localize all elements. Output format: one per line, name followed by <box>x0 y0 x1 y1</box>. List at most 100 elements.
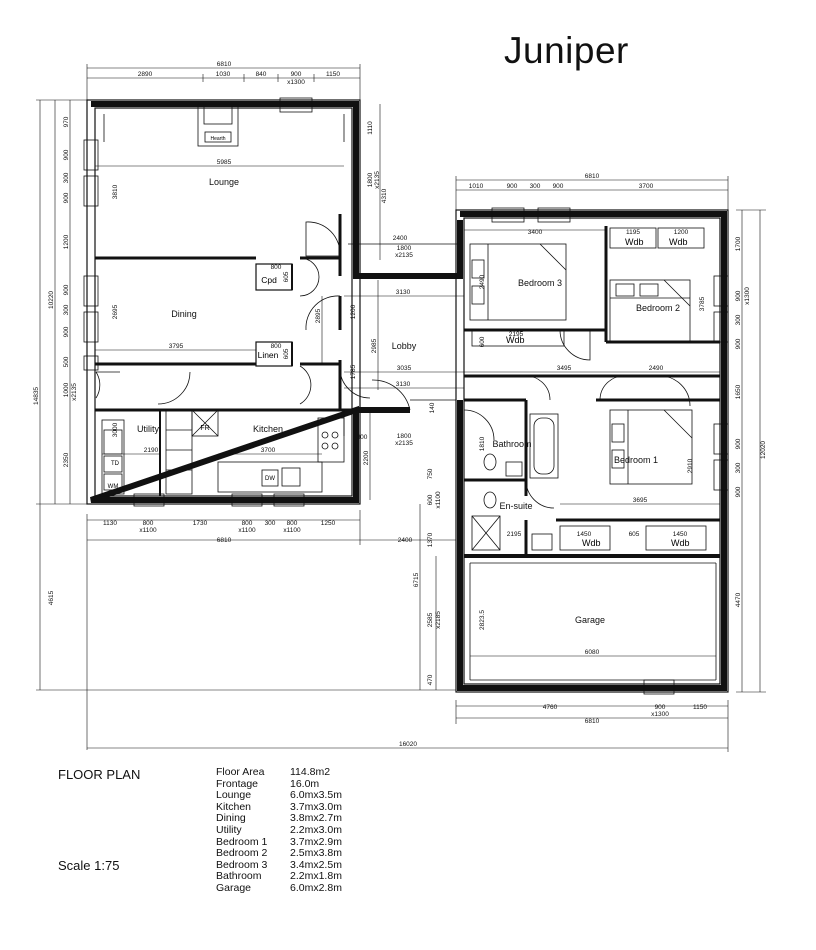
dim-left-seg-3: 300 <box>63 172 70 183</box>
dim-utility-width: 2190 <box>144 447 159 454</box>
room-ensuite: En-suite <box>499 501 532 511</box>
beds <box>469 243 693 485</box>
dim-garage-x1300: x1300 <box>651 711 669 718</box>
dim-right-top-seg-5: 3700 <box>639 183 654 190</box>
dim-right-seg-1: 1700 <box>735 236 742 251</box>
dim-wdb-605: 605 <box>629 531 640 538</box>
room-utility: Utility <box>137 424 159 434</box>
room-lounge: Lounge <box>209 177 239 187</box>
dim-bottom-seg-4: 800 <box>242 520 253 527</box>
cupboard-label: Cpd <box>261 275 277 285</box>
dim-left-seg-11: 2350 <box>63 452 70 467</box>
dim-kitchen-2200: 2200 <box>363 450 370 465</box>
dim-right-top-seg-3: 300 <box>530 183 541 190</box>
dim-top-seg-1: 2890 <box>138 71 153 78</box>
utility-td-label: TD <box>111 461 120 467</box>
dim-lobby-1200: 1200 <box>350 304 357 319</box>
room-garage: Garage <box>575 615 605 625</box>
linen-label: Linen <box>258 350 279 360</box>
dim-garage-470: 470 <box>427 674 434 685</box>
dim-left-seg-1: 970 <box>63 116 70 127</box>
dim-door-x2135: x2135 <box>395 440 413 447</box>
dim-kitchen-width: 3700 <box>261 447 276 454</box>
dim-right-seg-5: 1650 <box>735 384 742 399</box>
dim-wdb-1450a: 1450 <box>577 531 592 538</box>
dim-left-seg-6: 900 <box>63 284 70 295</box>
dim-left-seg-2: 900 <box>63 149 70 160</box>
room-bedroom-2: Bedroom 2 <box>636 303 680 313</box>
dim-left-seg-5: 1200 <box>63 234 70 249</box>
dim-wdb-1195: 1195 <box>626 229 640 236</box>
dim-bed3-2490: 2490 <box>479 274 486 289</box>
dim-left-garage: 4615 <box>48 590 55 605</box>
dim-dining-2695: 2695 <box>112 304 119 319</box>
dim-right-seg-4: 900 <box>735 338 742 349</box>
dim-top-x1300: x1300 <box>287 79 305 86</box>
dim-right-top-seg-1: 1010 <box>469 183 484 190</box>
dim-right-top-total: 6810 <box>585 173 600 180</box>
dim-right-seg-8: 900 <box>735 486 742 497</box>
dim-garage-2823: 2823.5 <box>479 610 486 630</box>
dim-bed3-width: 3400 <box>528 229 543 236</box>
dim-lobby-2985: 2985 <box>371 338 378 353</box>
dim-bottom-seg-7: 1250 <box>321 520 336 527</box>
dim-lounge-1800: 1800 <box>367 172 374 187</box>
bottom-windows <box>133 493 305 507</box>
utility-wm-label: WM <box>108 484 119 490</box>
dim-corr-3495: 3495 <box>557 365 572 372</box>
dim-bottom-total: 6810 <box>217 537 232 544</box>
dim-lounge-3810: 3810 <box>112 184 119 199</box>
dim-right-seg-9: 4470 <box>735 592 742 607</box>
dim-lounge-2135: x2135 <box>374 171 381 189</box>
room-labels: Lounge Dining Kitchen Utility Lobby Bedr… <box>137 177 680 625</box>
lounge-top-window <box>279 97 313 113</box>
room-dining: Dining <box>171 309 197 319</box>
floor-plan-heading: FLOOR PLAN <box>58 767 141 782</box>
dim-door-1800: 1800 <box>397 433 412 440</box>
left-wing-doors <box>95 221 371 405</box>
dim-wdb-1200: 1200 <box>674 229 689 236</box>
left-windows <box>83 139 99 371</box>
dim-lounge-width: 5985 <box>217 159 232 166</box>
dim-bed2-3785: 3785 <box>699 296 706 311</box>
dim-lobby-2400: 2400 <box>393 235 408 242</box>
kitchen-fittings: WM TD FR DW <box>101 409 345 495</box>
dim-left-overall: 14835 <box>33 387 40 405</box>
dim-utility-3000: 3000 <box>112 422 119 437</box>
dim-garage-6715: 6715 <box>413 572 420 587</box>
dim-140: 140 <box>429 402 436 413</box>
wardrobe-label-5: Wdb <box>671 538 690 548</box>
dim-right-seg-2: 900 <box>735 290 742 301</box>
wardrobe-label-1: Wdb <box>625 237 644 247</box>
dim-door-300: 300 <box>357 434 368 441</box>
floor-plan-drawing: Hearth Cpd 800 Linen 800 <box>33 61 767 752</box>
dim-garage-x2185: x2185 <box>435 611 442 629</box>
page-title: Juniper <box>504 30 629 71</box>
dim-bath-1810: 1810 <box>479 436 486 451</box>
dim-bottom-seg-5: 300 <box>265 520 276 527</box>
dim-bottom-seg-6: 800 <box>287 520 298 527</box>
right-wing-walls <box>455 207 729 695</box>
dim-bottom-seg-1: 1130 <box>103 520 117 527</box>
room-bedroom-1: Bedroom 1 <box>614 455 658 465</box>
fridge-label: FR <box>200 425 209 432</box>
dim-left-total: 10220 <box>48 291 55 309</box>
wardrobe-label-4: Wdb <box>582 538 601 548</box>
dim-wdb-1450b: 1450 <box>673 531 688 538</box>
dim-lobby-2895: 2895 <box>315 308 322 323</box>
right-wing-doors <box>463 329 691 509</box>
dim-left-seg-4: 900 <box>63 192 70 203</box>
dim-ens-600: 600 <box>427 494 434 505</box>
dim-linen-800: 800 <box>271 343 282 350</box>
dim-lobby-2400-bottom: 2400 <box>398 537 413 544</box>
dim-cpd-605: 605 <box>283 271 290 282</box>
